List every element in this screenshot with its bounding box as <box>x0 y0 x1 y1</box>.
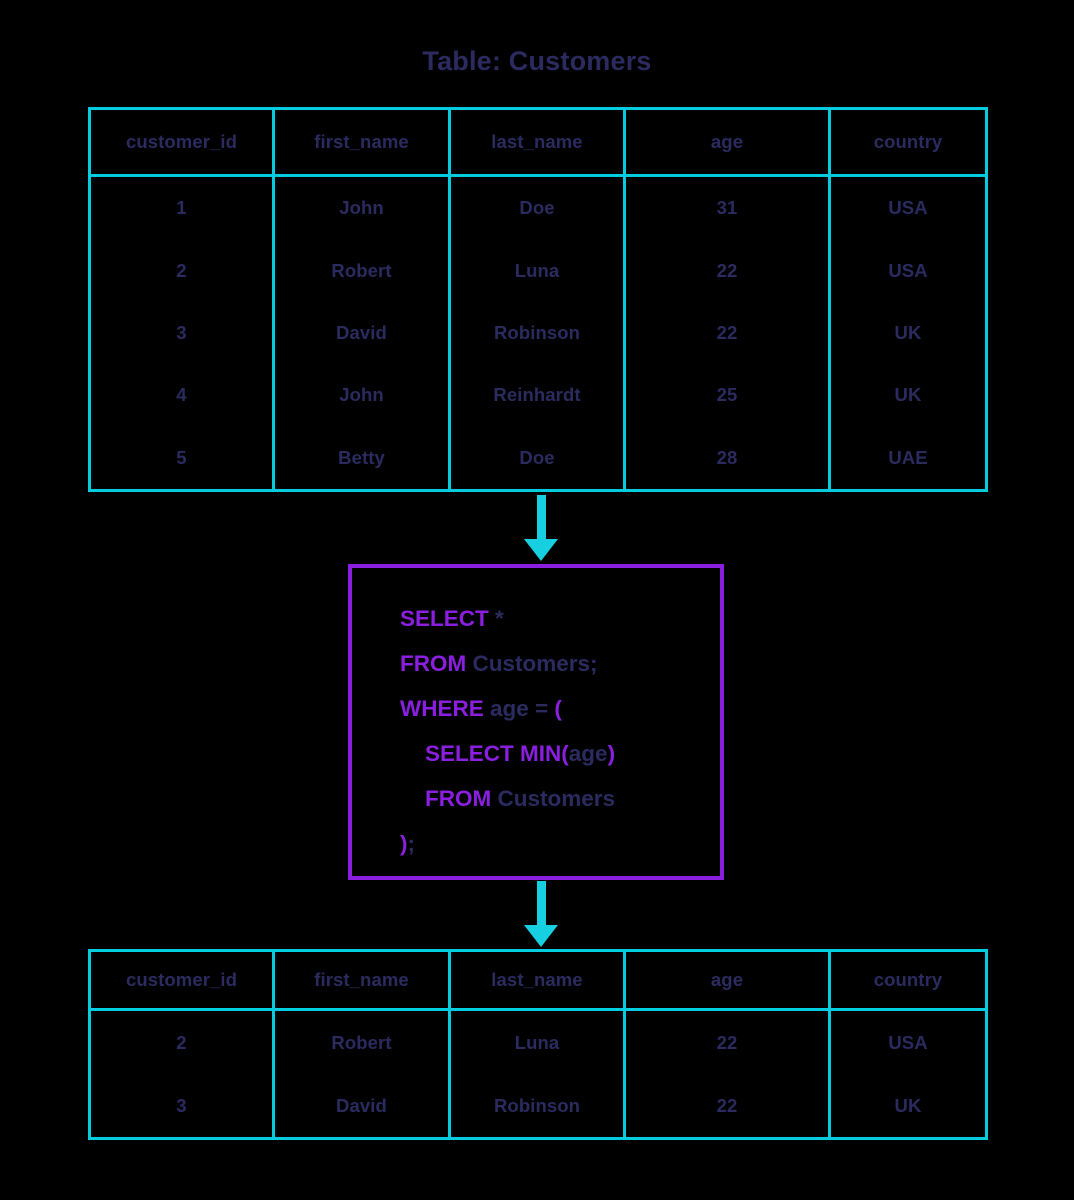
sql-line-2: FROM Customers; <box>400 641 615 686</box>
cell-age: 22 <box>623 1074 831 1139</box>
table-row: 5 Betty Doe 28 UAE <box>88 426 988 491</box>
sql-identifier: age = <box>483 696 555 721</box>
sql-identifier: * <box>488 606 504 631</box>
table-row: 3 David Robinson 22 UK <box>88 1074 988 1139</box>
sql-keyword: FROM <box>425 786 492 811</box>
column-header-age: age <box>623 108 831 177</box>
page-title: Table: Customers <box>422 46 652 76</box>
sql-line-6: ); <box>400 821 615 866</box>
cell-customer-id: 1 <box>88 175 275 240</box>
table-header-row: customer_id first_name last_name age cou… <box>88 108 988 177</box>
column-header-last-name: last_name <box>448 950 626 1011</box>
sql-keyword: ( <box>554 696 562 721</box>
cell-customer-id: 3 <box>88 1074 275 1139</box>
sql-identifier <box>400 786 425 811</box>
cell-first-name: John <box>272 364 451 427</box>
column-header-country: country <box>828 950 988 1011</box>
sql-keyword: SELECT <box>400 606 489 631</box>
arrow-query-to-result-icon <box>524 881 558 949</box>
cell-last-name: Reinhardt <box>448 364 626 427</box>
cell-country: UAE <box>828 426 988 491</box>
cell-first-name: John <box>272 175 451 240</box>
sql-identifier <box>400 741 425 766</box>
column-header-age: age <box>623 950 831 1011</box>
sql-line-1: SELECT * <box>400 596 615 641</box>
cell-first-name: Robert <box>272 239 451 302</box>
column-header-country: country <box>828 108 988 177</box>
cell-first-name: David <box>272 1074 451 1139</box>
sql-keyword: WHERE <box>400 696 484 721</box>
cell-customer-id: 4 <box>88 364 275 427</box>
arrow-head <box>524 539 558 561</box>
arrow-shaft <box>537 495 546 541</box>
cell-age: 25 <box>623 364 831 427</box>
table-row: 1 John Doe 31 USA <box>88 175 988 240</box>
sql-identifier: ; <box>407 831 416 856</box>
cell-first-name: Robert <box>272 1009 451 1074</box>
cell-age: 22 <box>623 301 831 365</box>
sql-line-3: WHERE age = ( <box>400 686 615 731</box>
cell-last-name: Luna <box>448 1009 626 1074</box>
cell-customer-id: 5 <box>88 426 275 491</box>
cell-last-name: Robinson <box>448 301 626 365</box>
sql-identifier: Customers; <box>466 651 598 676</box>
column-header-last-name: last_name <box>448 108 626 177</box>
cell-country: USA <box>828 1009 988 1074</box>
cell-customer-id: 2 <box>88 239 275 302</box>
column-header-customer-id: customer_id <box>88 950 275 1011</box>
cell-last-name: Robinson <box>448 1074 626 1139</box>
cell-age: 22 <box>623 1009 831 1074</box>
sql-identifier: age <box>568 741 608 766</box>
cell-first-name: Betty <box>272 426 451 491</box>
cell-last-name: Doe <box>448 426 626 491</box>
sql-keyword: ) <box>400 831 408 856</box>
cell-country: UK <box>828 364 988 427</box>
cell-country: UK <box>828 1074 988 1139</box>
column-header-customer-id: customer_id <box>88 108 275 177</box>
cell-age: 31 <box>623 175 831 240</box>
cell-customer-id: 2 <box>88 1009 275 1074</box>
sql-line-5: FROM Customers <box>400 776 615 821</box>
sql-keyword: ( <box>561 741 569 766</box>
column-header-first-name: first_name <box>272 108 451 177</box>
result-table: customer_id first_name last_name age cou… <box>88 949 988 1140</box>
cell-country: USA <box>828 239 988 302</box>
arrow-head <box>524 925 558 947</box>
sql-identifier: Customers <box>491 786 616 811</box>
cell-country: USA <box>828 175 988 240</box>
table-row: 4 John Reinhardt 25 UK <box>88 364 988 427</box>
source-table-customers: customer_id first_name last_name age cou… <box>88 107 988 492</box>
cell-age: 22 <box>623 239 831 302</box>
table-row: 2 Robert Luna 22 USA <box>88 239 988 302</box>
cell-last-name: Doe <box>448 175 626 240</box>
table-header-row: customer_id first_name last_name age cou… <box>88 950 988 1011</box>
column-header-first-name: first_name <box>272 950 451 1011</box>
sql-query-code: SELECT *FROM Customers;WHERE age = ( SEL… <box>400 596 615 866</box>
table-row: 2 Robert Luna 22 USA <box>88 1009 988 1074</box>
sql-keyword: ) <box>607 741 616 766</box>
arrow-shaft <box>537 881 546 927</box>
sql-keyword: SELECT MIN <box>425 741 562 766</box>
arrow-table-to-query-icon <box>524 495 558 563</box>
sql-query-box: SELECT *FROM Customers;WHERE age = ( SEL… <box>348 564 724 880</box>
sql-line-4: SELECT MIN(age) <box>400 731 615 776</box>
cell-customer-id: 3 <box>88 301 275 365</box>
cell-country: UK <box>828 301 988 365</box>
sql-keyword: FROM <box>400 651 467 676</box>
cell-age: 28 <box>623 426 831 491</box>
table-row: 3 David Robinson 22 UK <box>88 301 988 365</box>
cell-last-name: Luna <box>448 239 626 302</box>
cell-first-name: David <box>272 301 451 365</box>
